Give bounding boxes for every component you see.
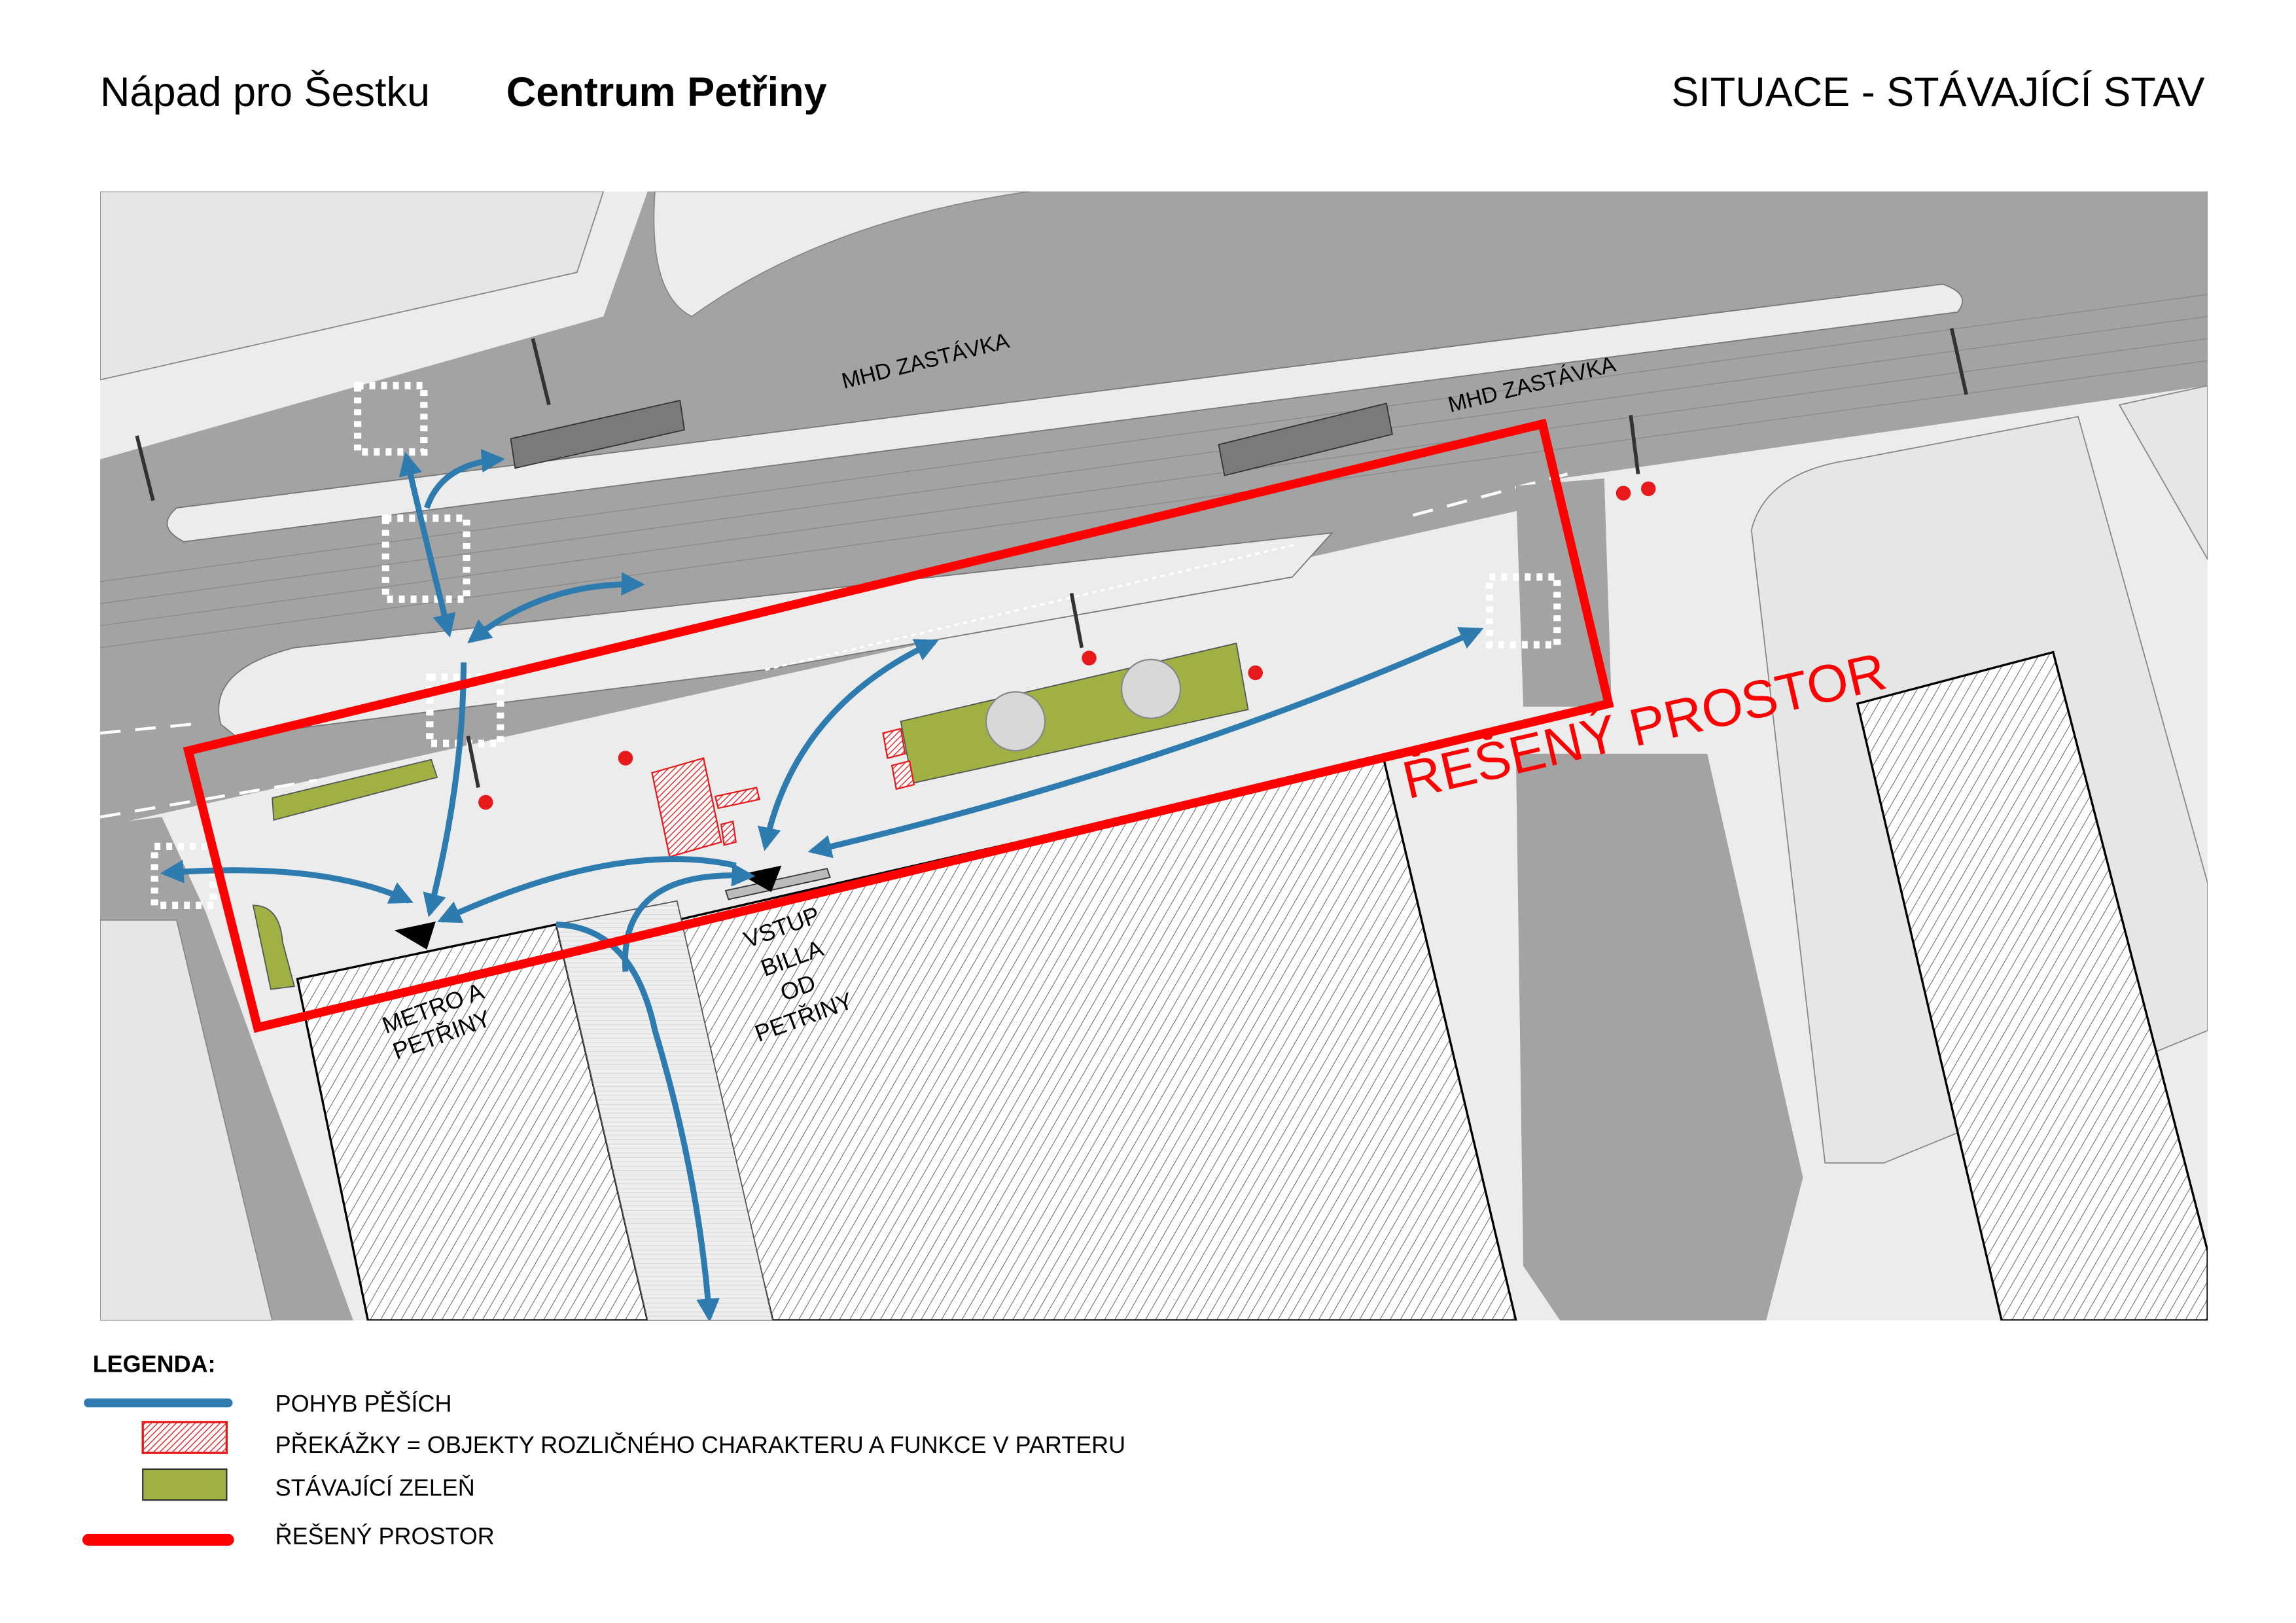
legend-title: LEGENDA: — [93, 1350, 216, 1377]
map: MHD ZASTÁVKA MHD ZASTÁVKA ŘEŠENÝ PROSTOR… — [99, 191, 2208, 1321]
legend-label: PŘEKÁŽKY = OBJEKTY ROZLIČNÉHO CHARAKTERU… — [275, 1431, 1126, 1458]
legend: LEGENDA: POHYB PĚŠÍCH PŘEKÁŽKY = OBJEKTY… — [82, 1350, 1126, 1550]
legend-label: STÁVAJÍCÍ ZELEŇ — [275, 1474, 475, 1501]
stop-shelter — [510, 399, 685, 469]
stop-shelter — [1218, 402, 1393, 476]
greenery-strip — [272, 758, 438, 821]
median-island — [218, 532, 1333, 737]
legend-swatch-greenery — [142, 1468, 228, 1501]
sidewalk-top — [653, 191, 1031, 317]
building-right — [1856, 651, 2208, 1321]
tram-stop-island — [166, 283, 1964, 543]
building-top-left — [99, 191, 605, 381]
legend-label: ŘEŠENÝ PROSTOR — [275, 1523, 495, 1550]
parking-road — [1515, 753, 1803, 1321]
greenery-corner — [252, 904, 296, 990]
project-title: Centrum Petřiny — [506, 69, 827, 115]
building-metro — [296, 923, 649, 1321]
metro-entrance-marker — [394, 921, 436, 950]
tree-icon — [985, 691, 1046, 752]
side-road — [1515, 478, 1612, 707]
building-left — [99, 919, 274, 1321]
left-road — [99, 817, 353, 1321]
sheet-title: SITUACE - STÁVAJÍCÍ STAV — [1671, 69, 2204, 115]
legend-label: POHYB PĚŠÍCH — [275, 1390, 452, 1417]
solved-area-boundary — [183, 418, 1614, 1033]
project-name: Nápad pro Šestku — [100, 69, 430, 115]
legend-swatch-obstacles — [141, 1421, 228, 1454]
tree-icon — [1120, 658, 1182, 719]
